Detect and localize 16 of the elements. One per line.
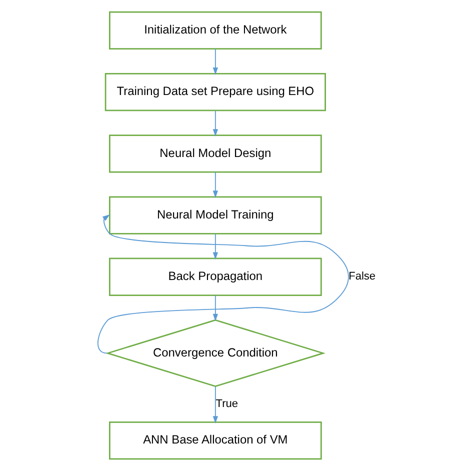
- arrow: [212, 48, 218, 75]
- node-box: Neural Model Training: [109, 196, 322, 234]
- node-box: Back Propagation: [109, 258, 322, 296]
- edge-label: True: [216, 398, 238, 410]
- node-box: Training Data set Prepare using EHO: [104, 73, 326, 112]
- node-box: Initialization of the Network: [109, 11, 322, 50]
- edge-label: False: [348, 270, 376, 283]
- arrow: [212, 110, 218, 136]
- node-box: Neural Model Design: [109, 134, 322, 173]
- node-diamond: Convergence Condition: [105, 319, 326, 388]
- arrow: [212, 233, 218, 260]
- arrow: [212, 386, 218, 424]
- arrow: [97, 214, 349, 354]
- node-box: ANN Base Allocation of VM: [109, 421, 322, 460]
- arrow: [212, 172, 218, 198]
- arrow: [212, 294, 218, 322]
